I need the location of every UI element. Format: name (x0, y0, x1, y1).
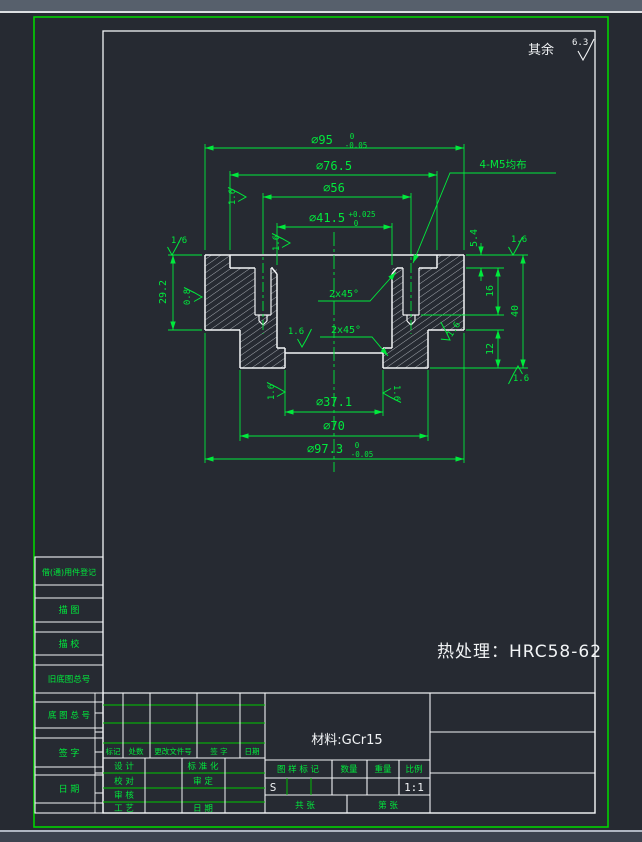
sign-row-label: 审 核 (114, 790, 134, 801)
margin-label: 底 图 总 号 (48, 710, 90, 721)
sheet-total-label: 共 张 (295, 801, 315, 811)
dim-bore-bottom: ∅37.1 (316, 395, 352, 409)
part-section-view (204, 232, 465, 472)
name-number-cells (430, 731, 595, 774)
margin-label: 签 字 (59, 747, 80, 759)
dim-od-body-lower-tol: -0.05 (351, 450, 374, 459)
dim-bore-upper-tol: +0.025 (348, 210, 375, 219)
rev-col-header: 处数 (129, 746, 144, 756)
roughness-icon (297, 328, 312, 349)
sheet-number-label: 第 张 (378, 800, 398, 811)
roughness-icon (508, 236, 523, 257)
roughness-value: 1.6 (391, 385, 401, 401)
roughness-icon (508, 364, 523, 385)
rev-col-header: 签 字 (210, 746, 227, 756)
chamfer-upper-leader (318, 271, 397, 302)
margin-label: 旧底图总号 (48, 674, 91, 685)
window-top-bar (0, 0, 642, 11)
general-roughness-note: 其余 6.3 (528, 38, 595, 62)
dim-bore: ∅41.5 (309, 211, 345, 225)
roughness-icon (577, 38, 595, 62)
sign-row-label: 审 定 (193, 776, 213, 787)
roughness-value: 1.6 (511, 235, 527, 245)
sign-row-label: 工 艺 (114, 804, 134, 814)
heat-treatment-note: 热处理：HRC58-62 (437, 642, 602, 662)
rev-col-header: 更改文件号 (154, 746, 192, 756)
dim-height-left: 29.2 (158, 280, 169, 304)
surplus-roughness-value: 6.3 (572, 38, 588, 48)
roughness-icon (183, 287, 204, 302)
roughness-icon (227, 187, 248, 202)
roughness-icon (440, 321, 451, 341)
top-bar-divider (0, 11, 642, 13)
margin-label: 描 校 (59, 638, 80, 650)
dim-rim-height: 5.4 (469, 229, 480, 247)
hole-note-text: 4-M5均布 (479, 159, 526, 171)
roughness-icon (381, 388, 402, 403)
rev-col-header: 标记 (106, 746, 121, 756)
roughness-value: 0.8 (183, 289, 193, 305)
sign-row-label: 校 对 (114, 776, 134, 787)
sign-row-label: 日 期 (193, 804, 213, 814)
roughness-icon (271, 233, 292, 248)
dim-od-top-upper-tol: 0 (350, 132, 355, 141)
roughness-value: 1.6 (267, 384, 277, 400)
dim-chamfer-upper: 2x45° (329, 289, 359, 300)
dim-od-top-lower-tol: -0.05 (345, 141, 368, 150)
chamfer-lower-leader (320, 336, 389, 357)
section-hatch (205, 255, 464, 368)
dim-od-top: ∅95 (311, 133, 333, 147)
dim-40: 40 (510, 305, 521, 317)
surplus-label: 其余 (528, 42, 554, 58)
roughness-value: 1.6 (288, 327, 304, 337)
dim-12: 12 (485, 343, 496, 355)
margin-label: 描 图 (59, 604, 80, 616)
dimensions (168, 144, 556, 463)
sign-row-label: 设 计 (114, 761, 134, 772)
dim-chamfer-lower: 2x45° (331, 325, 361, 336)
drawing-mark-value: S (270, 781, 277, 794)
dim-boss: ∅70 (323, 419, 345, 433)
dim-od-body: ∅97.3 (307, 442, 343, 456)
roughness-value: 1.6 (513, 374, 529, 384)
info-col-header: 重量 (374, 764, 392, 775)
material-value: 材料:GCr15 (311, 733, 382, 748)
rev-col-header: 日期 (245, 747, 260, 756)
margin-strip: 借(通)用件登记 描 图 描 校 旧底图总号 底 图 总 号 签 字 日 期 (34, 556, 104, 814)
sign-row-label: 标 准 化 (188, 761, 219, 772)
scale-value: 1:1 (404, 781, 424, 794)
roughness-value: 1.6 (171, 236, 187, 246)
info-col-header: 图 样 标 记 (277, 764, 320, 775)
window-bottom-bar (0, 832, 642, 842)
dim-bolt-circle: ∅56 (323, 181, 345, 195)
roughness-value: 1.6 (228, 189, 238, 205)
roughness-icon (167, 236, 182, 257)
title-block: 标记 处数 更改文件号 签 字 日期 设 计 标 准 化 校 对 审 定 审 核… (94, 692, 596, 814)
info-col-header: 比例 (405, 764, 422, 775)
margin-label: 借(通)用件登记 (42, 567, 96, 577)
dimension-texts: ∅95 0 -0.05 ∅76.5 ∅56 ∅41.5 +0.025 0 2x4… (158, 132, 527, 459)
info-col-header: 数量 (340, 764, 358, 775)
dim-recess: ∅76.5 (316, 159, 352, 173)
part-outline (204, 254, 465, 369)
dim-bore-lower-tol: 0 (354, 219, 359, 228)
roughness-value: 1.6 (272, 235, 282, 251)
bottom-bar-divider (0, 830, 642, 832)
surface-finish-symbols: 1.6 1.6 1.6 1.6 0.8 1.6 1.6 1.6 1.6 1.6 (167, 187, 529, 403)
dim-od-body-upper-tol: 0 (355, 441, 360, 450)
dim-16: 16 (485, 285, 496, 297)
hole-note-leader (412, 172, 556, 264)
roughness-icon (266, 382, 287, 397)
hole-centerlines (262, 244, 412, 334)
margin-label: 日 期 (59, 784, 80, 795)
